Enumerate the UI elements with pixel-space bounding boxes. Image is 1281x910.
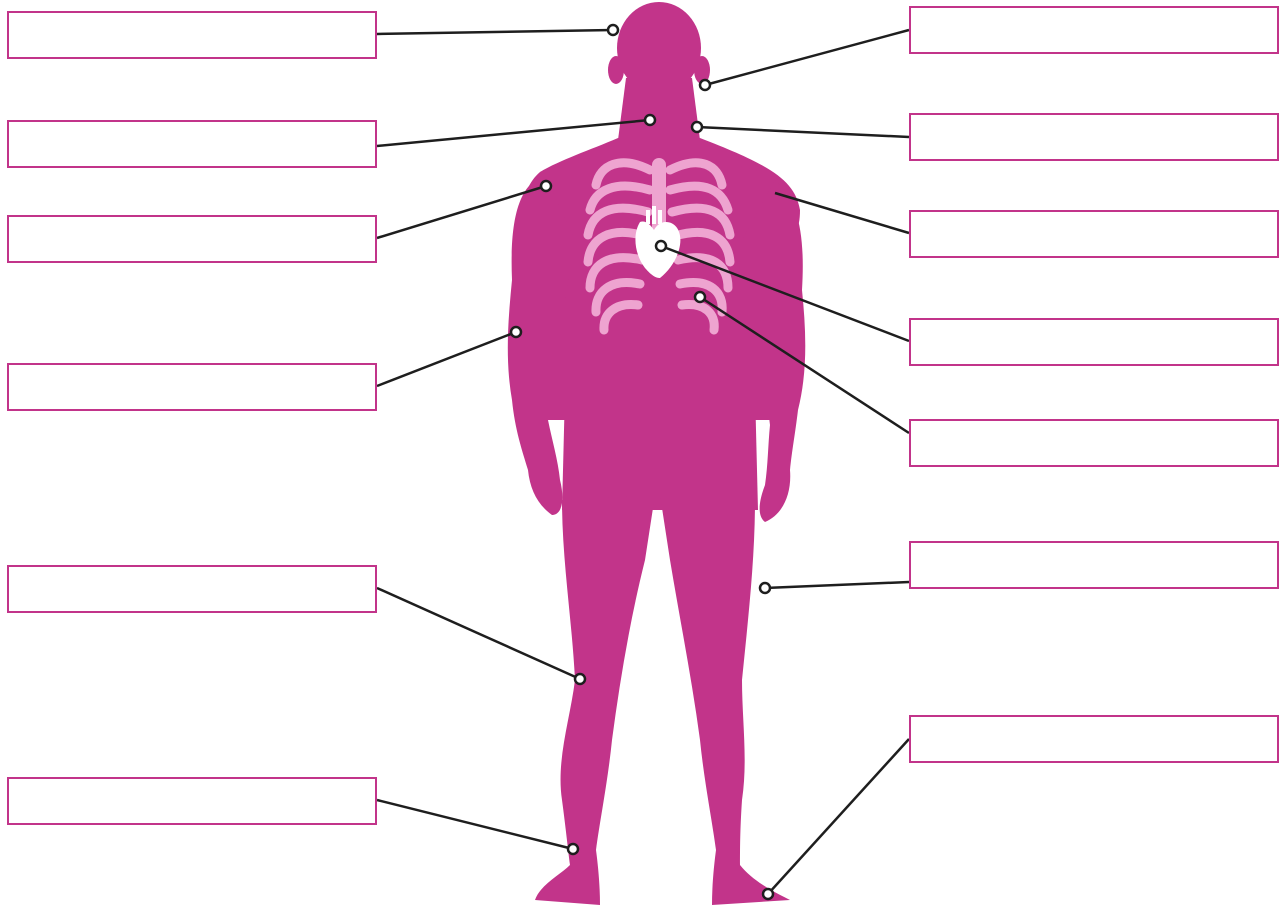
anchor-hip-side [760,583,770,593]
label-box-right-4[interactable] [909,318,1279,366]
label-box-left-5[interactable] [7,565,377,613]
human-body-silhouette [508,2,805,905]
anchor-neck [692,122,702,132]
label-box-left-6[interactable] [7,777,377,825]
anchor-head [608,25,618,35]
label-box-right-3[interactable] [909,210,1279,258]
label-box-left-1[interactable] [7,11,377,59]
anchor-upper-arm [511,327,521,337]
label-box-left-2[interactable] [7,120,377,168]
label-box-left-4[interactable] [7,363,377,411]
anchor-knee [575,674,585,684]
anchor-ear [700,80,710,90]
label-box-right-6[interactable] [909,541,1279,589]
anchor-heart [656,241,666,251]
anchor-throat [645,115,655,125]
label-box-right-2[interactable] [909,113,1279,161]
anchor-lung [695,292,705,302]
label-box-right-1[interactable] [909,6,1279,54]
label-box-left-3[interactable] [7,215,377,263]
anchor-foot [763,889,773,899]
label-box-right-7[interactable] [909,715,1279,763]
anchor-ankle [568,844,578,854]
label-box-right-5[interactable] [909,419,1279,467]
anchor-shoulder [541,181,551,191]
